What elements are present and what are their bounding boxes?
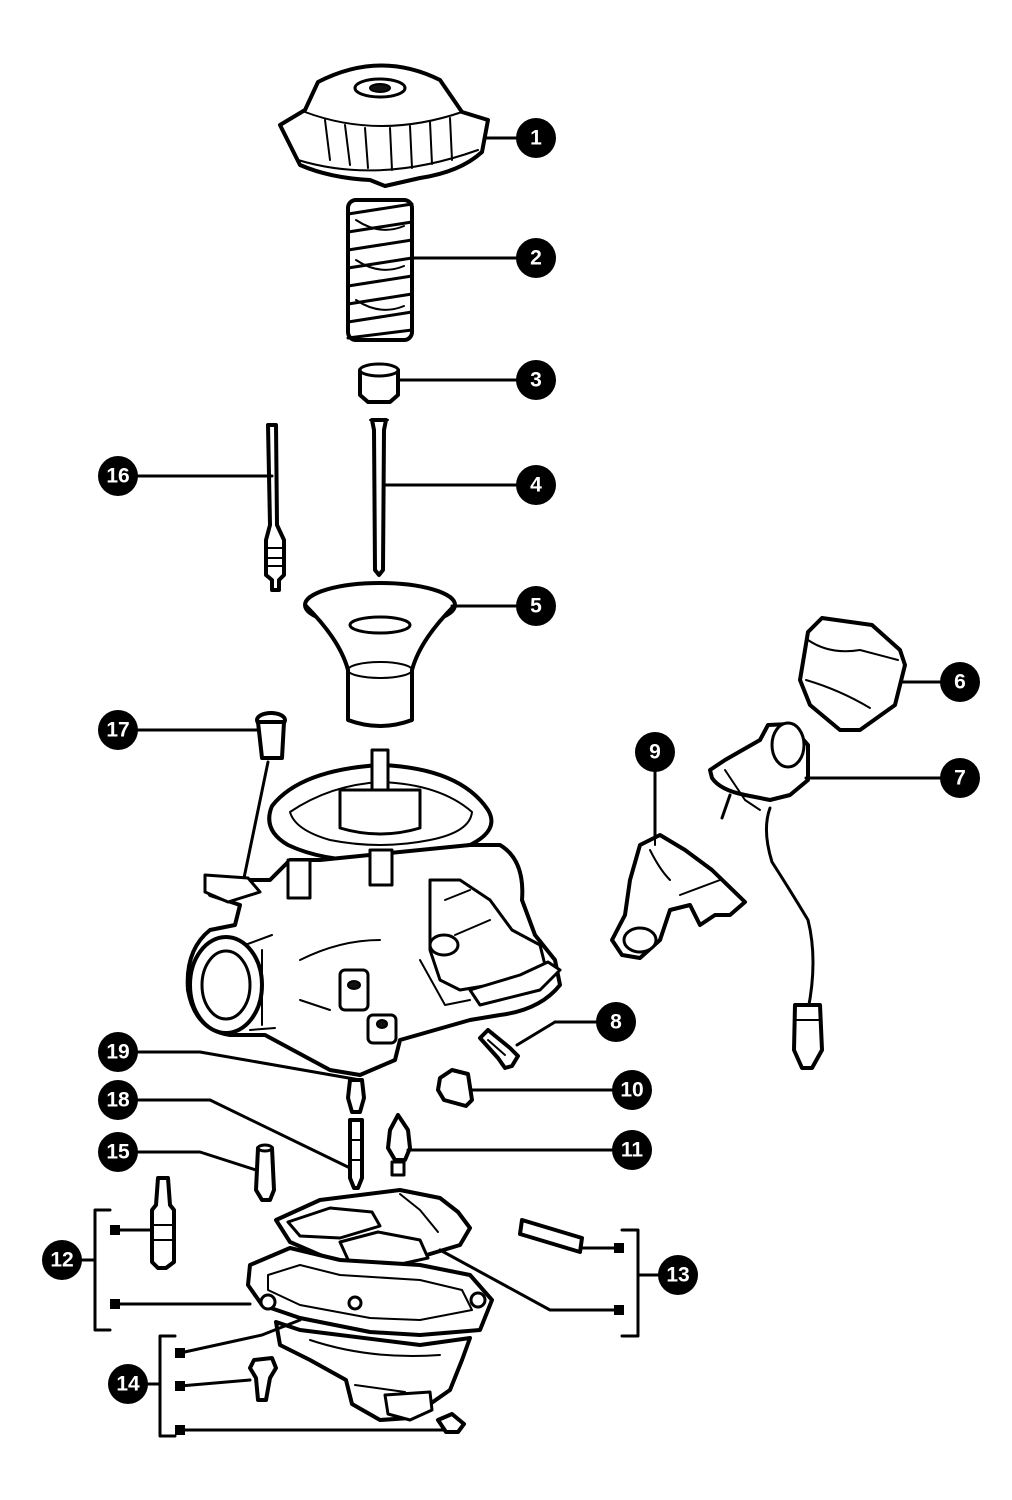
callout-10-label: 10 xyxy=(620,1079,643,1102)
callout-2-label: 2 xyxy=(530,247,542,270)
part-19-jet xyxy=(346,1078,366,1114)
callout-11-label: 11 xyxy=(621,1139,644,1162)
part-13-float-pin xyxy=(518,1218,584,1254)
callout-7: 7 xyxy=(940,758,980,798)
callout-15: 15 xyxy=(98,1132,138,1172)
callout-1-label: 1 xyxy=(530,127,542,150)
callout-4: 4 xyxy=(516,465,556,505)
leader-lines xyxy=(60,136,957,1438)
part-11-float-needle xyxy=(386,1113,412,1177)
callout-14-label: 14 xyxy=(116,1373,140,1396)
callout-13: 13 xyxy=(658,1255,698,1295)
callout-18: 18 xyxy=(98,1080,138,1120)
callout-3: 3 xyxy=(516,360,556,400)
part-18-needle-jet xyxy=(348,1118,364,1190)
part-5-diaphragm-piston xyxy=(303,581,457,728)
float-bowl xyxy=(274,1320,472,1422)
part-12-main-jet xyxy=(150,1176,176,1270)
callout-8: 8 xyxy=(596,1002,636,1042)
callout-13-label: 13 xyxy=(666,1264,689,1287)
callout-18-label: 18 xyxy=(106,1089,130,1112)
callout-3-label: 3 xyxy=(530,369,542,392)
callout-12: 12 xyxy=(42,1240,82,1280)
float-bowl-gasket xyxy=(246,1246,494,1337)
float-assembly xyxy=(274,1188,472,1274)
part-4-jet-needle xyxy=(369,418,389,577)
part-16-adjuster-screw xyxy=(264,423,286,592)
callout-11: 11 xyxy=(612,1130,652,1170)
callout-15-label: 15 xyxy=(106,1141,130,1164)
callout-5: 5 xyxy=(516,586,556,626)
part-6-cap xyxy=(798,616,907,732)
callout-1: 1 xyxy=(516,118,556,158)
callout-8-label: 8 xyxy=(610,1011,622,1034)
part-10-plug xyxy=(436,1068,474,1108)
callout-19-label: 19 xyxy=(106,1041,129,1064)
callout-7-label: 7 xyxy=(954,767,966,790)
part-9-housing xyxy=(610,833,747,960)
callout-9: 9 xyxy=(635,732,675,772)
callout-12-label: 12 xyxy=(50,1249,73,1272)
callout-5-label: 5 xyxy=(530,595,542,618)
callout-6: 6 xyxy=(940,662,980,702)
leader-end-markers xyxy=(110,1225,624,1435)
callout-2: 2 xyxy=(516,238,556,278)
part-8-screw xyxy=(478,1028,520,1070)
callout-14: 14 xyxy=(108,1364,148,1404)
callout-16: 16 xyxy=(98,456,138,496)
part-17-screw xyxy=(242,711,287,880)
callout-4-label: 4 xyxy=(530,474,542,497)
callout-6-label: 6 xyxy=(954,671,966,694)
callout-16-label: 16 xyxy=(106,465,129,488)
callout-9-label: 9 xyxy=(649,741,661,764)
part-7-fitting-with-wire xyxy=(708,721,824,1070)
part-3-retainer xyxy=(358,362,400,404)
carburetor-main-body xyxy=(185,748,562,1077)
callout-17: 17 xyxy=(98,710,138,750)
callout-17-label: 17 xyxy=(106,719,129,742)
part-1-top-cover xyxy=(278,63,490,188)
part-15-pilot-jet xyxy=(254,1143,276,1202)
callout-19: 19 xyxy=(98,1032,138,1072)
callout-10: 10 xyxy=(612,1070,652,1110)
part-2-spring xyxy=(346,198,414,342)
